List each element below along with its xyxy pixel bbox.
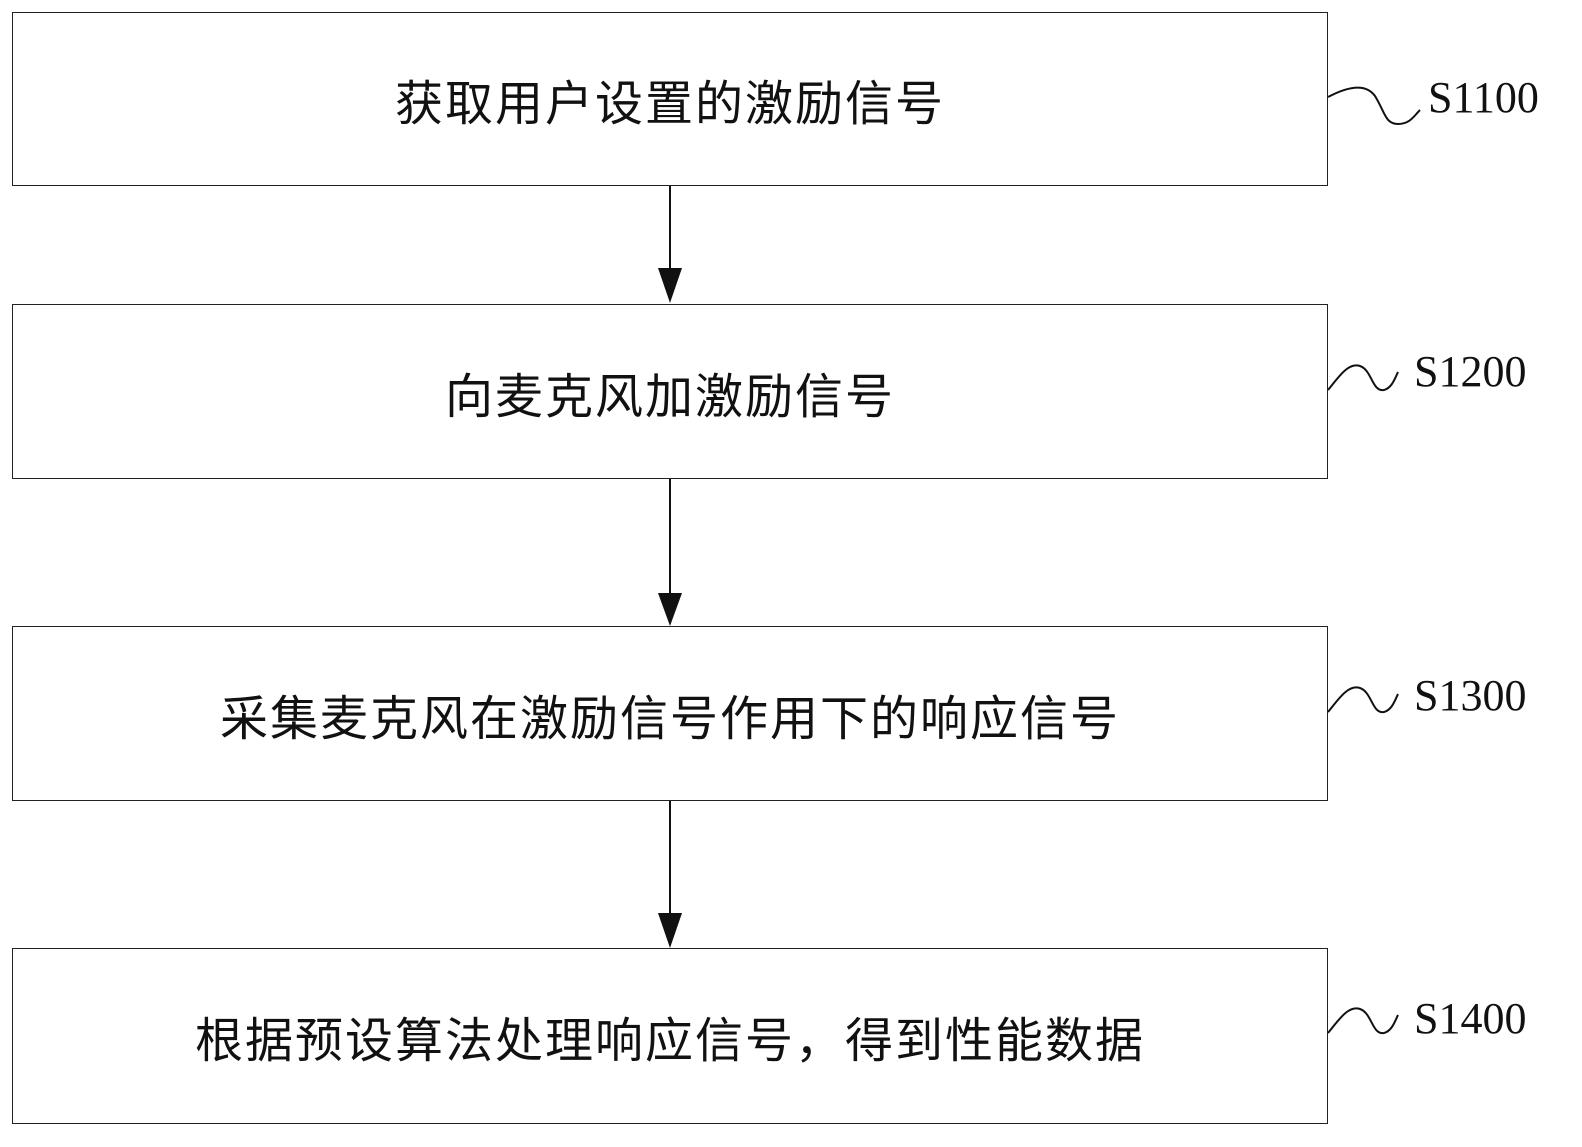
- arrow-1-to-2: [658, 186, 682, 303]
- step-box-s1400: 根据预设算法处理响应信号，得到性能数据: [12, 948, 1328, 1124]
- step-text-s1400: 根据预设算法处理响应信号，得到性能数据: [194, 1013, 1145, 1069]
- step-box-s1200: 向麦克风加激励信号: [12, 304, 1328, 479]
- leader-line-s1100: [1327, 86, 1421, 126]
- step-text-s1200: 向麦克风加激励信号: [444, 368, 895, 425]
- leader-line-s1300: [1327, 686, 1399, 714]
- step-label-s1400: S1400: [1414, 994, 1527, 1043]
- leader-line-s1200: [1327, 364, 1399, 392]
- arrow-2-to-3: [658, 479, 682, 626]
- step-text-s1100: 获取用户设置的激励信号: [394, 76, 945, 132]
- step-box-s1300: 采集麦克风在激励信号作用下的响应信号: [12, 626, 1328, 801]
- step-label-s1300: S1300: [1414, 671, 1527, 720]
- step-box-s1100: 获取用户设置的激励信号: [12, 12, 1328, 186]
- step-label-s1200: S1200: [1414, 347, 1527, 396]
- arrow-3-to-4: [658, 801, 682, 948]
- step-label-s1100: S1100: [1428, 73, 1539, 122]
- step-text-s1300: 采集麦克风在激励信号作用下的响应信号: [219, 690, 1120, 747]
- leader-line-s1400: [1327, 1007, 1399, 1035]
